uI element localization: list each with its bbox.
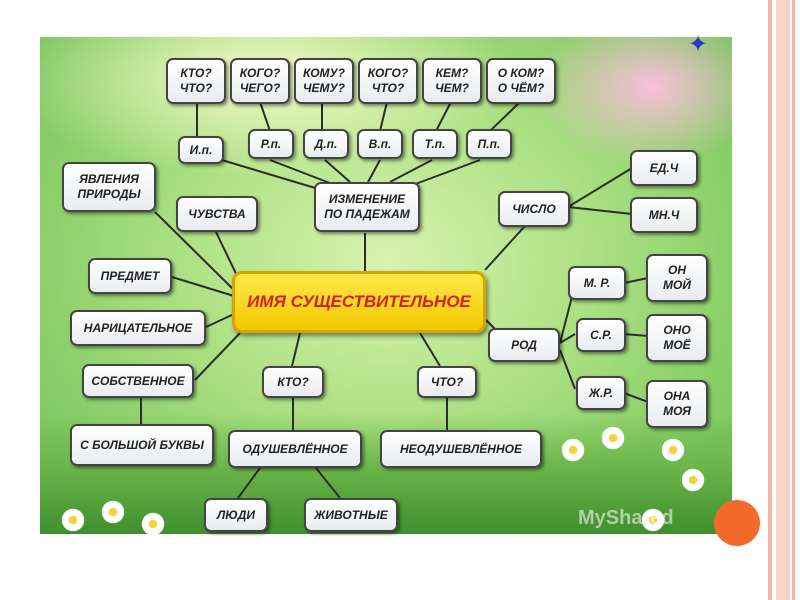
- daisy-flower: [600, 425, 626, 451]
- daisy-flower: [140, 511, 166, 534]
- neuter: С.Р.: [576, 318, 626, 352]
- main-concept: ИМЯ СУЩЕСТВИТЕЛЬНОЕ: [232, 271, 486, 333]
- case-nominative: И.п.: [178, 136, 224, 164]
- side-stripe: [768, 0, 772, 600]
- question-who: КТО?: [262, 366, 324, 398]
- question-prepositional: О КОМ? О ЧЁМ?: [486, 58, 556, 104]
- question-what: ЧТО?: [417, 366, 477, 398]
- case-prepositional: П.п.: [466, 129, 512, 159]
- feminine: Ж.Р.: [576, 376, 626, 410]
- daisy-flower: [100, 499, 126, 525]
- proper-noun: СОБСТВЕННОЕ: [82, 364, 194, 398]
- capital-letter: С БОЛЬШОЙ БУКВЫ: [70, 424, 214, 466]
- feminine-example: ОНА МОЯ: [646, 380, 708, 428]
- butterfly-icon: ✦: [688, 31, 709, 58]
- masculine-example: ОН МОЙ: [646, 254, 708, 302]
- natural-phenomena: ЯВЛЕНИЯ ПРИРОДЫ: [62, 162, 156, 212]
- question-dative: КОМУ? ЧЕМУ?: [294, 58, 354, 104]
- feelings: ЧУВСТВА: [176, 196, 258, 232]
- inanimate: НЕОДУШЕВЛЁННОЕ: [380, 430, 542, 468]
- case-genitive: Р.п.: [248, 129, 294, 159]
- gender: РОД: [488, 328, 560, 362]
- case-instrumental: Т.п.: [412, 129, 458, 159]
- case-dative: Д.п.: [303, 129, 349, 159]
- watermark: MyShared: [578, 507, 674, 529]
- question-nominative: КТО? ЧТО?: [166, 58, 226, 104]
- daisy-flower: [60, 507, 86, 533]
- masculine: М. Р.: [568, 266, 626, 300]
- case-change: ИЗМЕНЕНИЕ ПО ПАДЕЖАМ: [314, 182, 420, 232]
- object: ПРЕДМЕТ: [88, 258, 172, 294]
- daisy-flower: [640, 507, 666, 533]
- singular: ЕД.Ч: [630, 150, 698, 186]
- neuter-example: ОНО МОЁ: [646, 314, 708, 362]
- question-genitive: КОГО? ЧЕГО?: [230, 58, 290, 104]
- animals: ЖИВОТНЫЕ: [304, 498, 398, 532]
- case-accusative: В.п.: [357, 129, 403, 159]
- side-stripe: [776, 0, 790, 600]
- daisy-flower: [680, 467, 706, 493]
- side-stripe: [792, 0, 795, 600]
- plural: МН.Ч: [630, 197, 698, 233]
- people: ЛЮДИ: [204, 498, 268, 532]
- question-accusative: КОГО? ЧТО?: [358, 58, 418, 104]
- daisy-flower: [560, 437, 586, 463]
- question-instrumental: КЕМ? ЧЕМ?: [422, 58, 482, 104]
- common-noun: НАРИЦАТЕЛЬНОЕ: [70, 310, 206, 346]
- number: ЧИСЛО: [498, 191, 570, 227]
- animate: ОДУШЕВЛЁННОЕ: [228, 430, 362, 468]
- slide-accent-dot: [714, 500, 760, 546]
- daisy-flower: [660, 437, 686, 463]
